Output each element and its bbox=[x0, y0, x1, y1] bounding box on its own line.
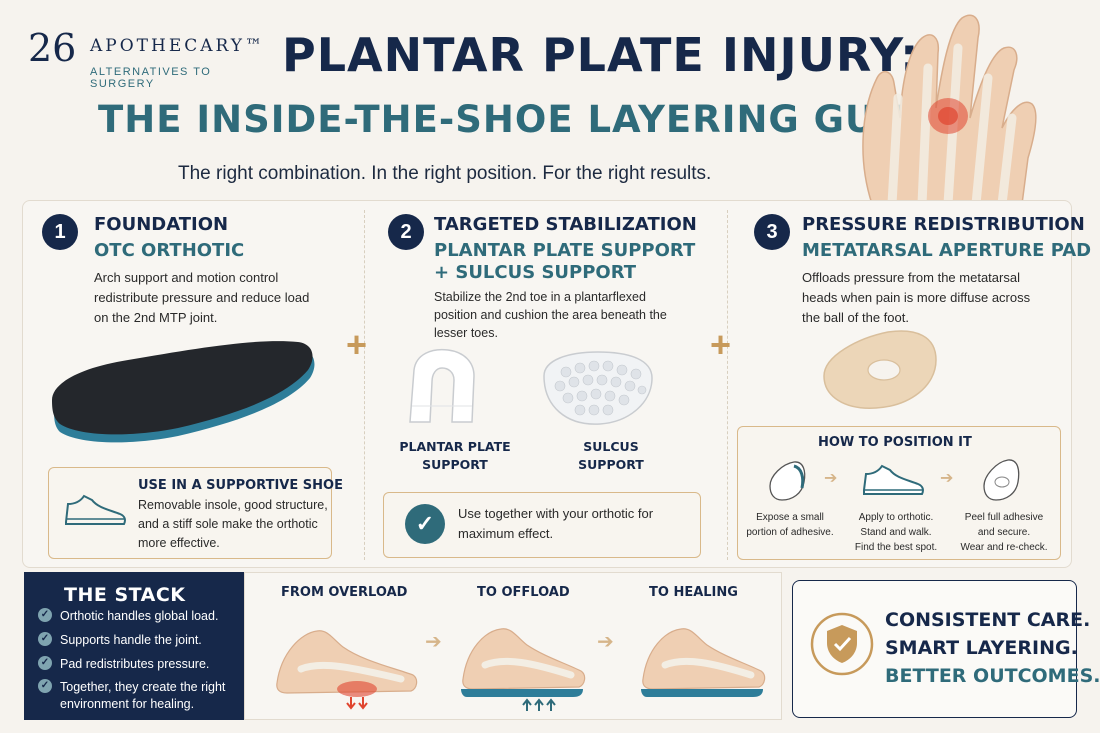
page-title-line2: THE INSIDE-THE-SHOE LAYERING GUIDE bbox=[98, 98, 949, 141]
plus-symbol: + bbox=[346, 324, 368, 365]
the-stack-panel: THE STACK ✓Orthotic handles global load.… bbox=[24, 572, 244, 720]
step-1-number: 1 bbox=[42, 214, 78, 250]
shield-check-icon bbox=[810, 612, 874, 676]
check-icon: ✓ bbox=[38, 679, 52, 693]
foot-healing-illustration bbox=[641, 628, 766, 697]
arrow-icon: ➔ bbox=[940, 470, 954, 487]
shoe-tip-text: Removable insole, good structure, and a … bbox=[138, 498, 328, 550]
stack-item: ✓Supports handle the joint. bbox=[38, 632, 238, 649]
plantar-plate-support-image bbox=[409, 348, 475, 423]
step-3-title: PRESSURE REDISTRIBUTION bbox=[802, 214, 1085, 235]
outcome-line3: BETTER OUTCOMES. bbox=[885, 665, 1100, 687]
page-title-line1: PLANTAR PLATE INJURY: bbox=[282, 28, 920, 82]
shoe-icon bbox=[65, 494, 126, 525]
how-to-position-title: HOW TO POSITION IT bbox=[818, 435, 972, 450]
logo-tagline: ALTERNATIVES TO SURGERY bbox=[90, 66, 212, 90]
step-2-description: Stabilize the 2nd toe in a plantarflexed… bbox=[434, 290, 667, 340]
plus-symbol: + bbox=[710, 324, 732, 365]
pad-secured-icon bbox=[983, 459, 1020, 501]
step-2-subtitle-line2: + SULCUS SUPPORT bbox=[434, 262, 637, 283]
healing-stages-panel: FROM OVERLOAD TO OFFLOAD TO HEALING ➔ ➔ bbox=[244, 572, 782, 720]
check-icon: ✓ bbox=[38, 632, 52, 646]
step-1-description: Arch support and motion control redistri… bbox=[94, 270, 310, 325]
stage-title-overload: FROM OVERLOAD bbox=[281, 585, 408, 600]
check-icon: ✓ bbox=[38, 656, 52, 670]
orthotic-insole-image bbox=[52, 341, 315, 443]
how-step-3-text: Peel full adhesive and secure. Wear and … bbox=[960, 512, 1048, 553]
step-2-number: 2 bbox=[388, 214, 424, 250]
shoe-tip-title: USE IN A SUPPORTIVE SHOE bbox=[138, 478, 343, 493]
arrow-icon: ➔ bbox=[597, 631, 614, 653]
how-step-1-text: Expose a small portion of adhesive. bbox=[746, 512, 834, 538]
step-1-title: FOUNDATION bbox=[94, 214, 229, 235]
logo-number: 26 bbox=[28, 26, 77, 70]
stage-title-healing: TO HEALING bbox=[649, 585, 738, 600]
sulcus-support-label: SULCUS SUPPORT bbox=[578, 439, 644, 472]
stack-item: ✓Pad redistributes pressure. bbox=[38, 656, 238, 673]
stack-item: ✓Together, they create the right environ… bbox=[38, 679, 238, 713]
brand-logo: 26 APOTHECARY™ ALTERNATIVES TO SURGERY bbox=[28, 26, 268, 90]
foot-anatomy-illustration bbox=[862, 14, 1037, 204]
outcome-line1: CONSISTENT CARE. bbox=[885, 609, 1091, 631]
step-2-subtitle-line1: PLANTAR PLATE SUPPORT bbox=[434, 240, 696, 261]
divider bbox=[364, 210, 365, 560]
step-2-title: TARGETED STABILIZATION bbox=[434, 214, 697, 235]
step-3-description: Offloads pressure from the metatarsal he… bbox=[802, 270, 1031, 325]
shoe-icon bbox=[863, 464, 924, 495]
how-step-2-text: Apply to orthotic. Stand and walk. Find … bbox=[854, 512, 938, 553]
divider bbox=[727, 210, 728, 560]
outcome-line2: SMART LAYERING. bbox=[885, 637, 1078, 659]
stack-title: THE STACK bbox=[64, 584, 186, 606]
foot-overload-illustration bbox=[276, 630, 418, 710]
checkmark-icon: ✓ bbox=[405, 504, 445, 544]
page-subtitle: The right combination. In the right posi… bbox=[178, 163, 712, 184]
logo-name: APOTHECARY™ bbox=[90, 36, 266, 56]
pad-adhesive-icon bbox=[769, 461, 806, 501]
outcome-callout: CONSISTENT CARE. SMART LAYERING. BETTER … bbox=[792, 580, 1100, 718]
foot-offload-illustration bbox=[461, 628, 586, 711]
arrow-icon: ➔ bbox=[425, 631, 442, 653]
stack-item: ✓Orthotic handles global load. bbox=[38, 608, 238, 625]
step-3-number: 3 bbox=[754, 214, 790, 250]
check-icon: ✓ bbox=[38, 608, 52, 622]
supportive-shoe-tip bbox=[48, 467, 332, 559]
step-3-subtitle: METATARSAL APERTURE PAD bbox=[802, 240, 1092, 261]
step-1-subtitle: OTC ORTHOTIC bbox=[94, 240, 245, 261]
combine-note-text: Use together with your orthotic for maxi… bbox=[458, 506, 654, 541]
arrow-icon: ➔ bbox=[824, 470, 838, 487]
sulcus-support-image bbox=[543, 351, 653, 425]
metatarsal-pad-image bbox=[823, 330, 937, 409]
stage-title-offload: TO OFFLOAD bbox=[477, 585, 570, 600]
plantar-plate-support-label: PLANTAR PLATE SUPPORT bbox=[399, 439, 511, 472]
